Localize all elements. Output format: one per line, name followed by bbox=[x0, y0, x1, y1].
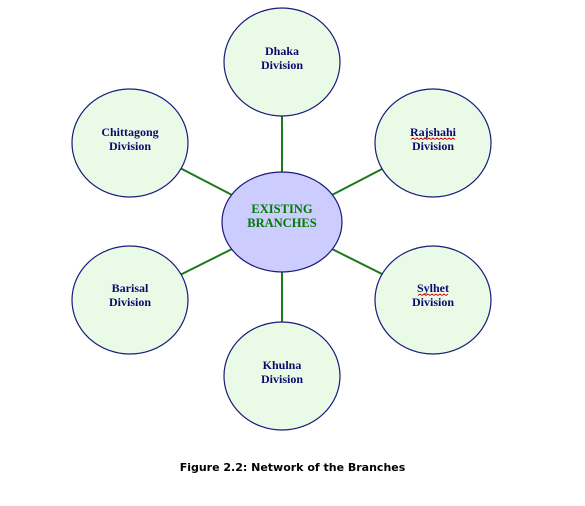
node-dhaka: Dhaka Division bbox=[223, 7, 341, 117]
node-rajshahi-line2: Division bbox=[412, 139, 454, 153]
node-dhaka-ellipse bbox=[223, 7, 341, 117]
spellcheck-underline-sylhet bbox=[417, 293, 449, 296]
node-barisal: Barisal Division bbox=[71, 245, 189, 355]
node-khulna-ellipse bbox=[223, 321, 341, 431]
connector-barisal bbox=[179, 247, 235, 276]
connector-chittagong bbox=[179, 167, 235, 197]
center-node-ellipse bbox=[221, 171, 343, 273]
center-node-line1: EXISTING bbox=[251, 202, 312, 216]
node-sylhet-ellipse bbox=[374, 245, 492, 355]
node-chittagong: Chittagong Division bbox=[71, 88, 189, 198]
node-barisal-line1: Barisal bbox=[112, 281, 149, 295]
node-rajshahi: Rajshahi Division bbox=[374, 88, 492, 198]
connector-rajshahi bbox=[329, 167, 385, 197]
node-barisal-ellipse bbox=[71, 245, 189, 355]
node-khulna-line1: Khulna bbox=[263, 358, 302, 372]
center-node: EXISTING BRANCHES bbox=[221, 171, 343, 273]
node-sylhet-line2: Division bbox=[412, 295, 454, 309]
node-khulna: Khulna Division bbox=[223, 321, 341, 431]
node-rajshahi-line1: Rajshahi bbox=[410, 125, 457, 139]
node-dhaka-line2: Division bbox=[261, 58, 303, 72]
figure-caption: Figure 2.2: Network of the Branches bbox=[179, 461, 406, 474]
spellcheck-underline-rajshahi bbox=[410, 137, 456, 140]
node-rajshahi-ellipse bbox=[374, 88, 492, 198]
node-barisal-line2: Division bbox=[109, 295, 151, 309]
node-dhaka-line1: Dhaka bbox=[265, 44, 299, 58]
node-sylhet: Sylhet Division bbox=[374, 245, 492, 355]
connectors bbox=[179, 116, 385, 328]
center-node-line2: BRANCHES bbox=[247, 216, 317, 230]
node-chittagong-ellipse bbox=[71, 88, 189, 198]
node-chittagong-line2: Division bbox=[109, 139, 151, 153]
connector-sylhet bbox=[329, 247, 385, 276]
node-khulna-line2: Division bbox=[261, 372, 303, 386]
node-sylhet-line1: Sylhet bbox=[417, 281, 449, 295]
node-chittagong-line1: Chittagong bbox=[101, 125, 158, 139]
